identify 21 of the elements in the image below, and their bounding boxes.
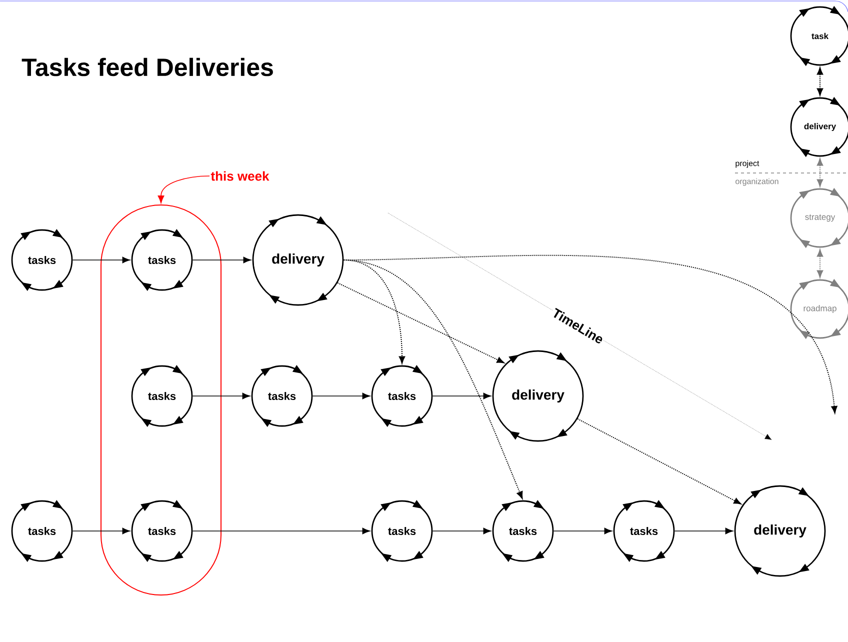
arrow [192,528,370,534]
arrow [192,256,252,264]
arrow [337,282,504,364]
arrow [343,254,838,414]
arrow [192,392,250,400]
arrow [816,249,824,278]
arrow [158,176,210,204]
arrow [674,528,734,534]
arrow [816,158,824,187]
arrow [72,528,130,534]
title: Tasks feed Deliveries [22,58,273,76]
callout-text: this week [210,171,270,181]
region-label: project [736,160,760,168]
region-label: organization [736,178,778,186]
arrow [816,67,824,96]
arrow [553,528,612,534]
arrow [577,418,742,504]
arrow [312,392,370,400]
arrow [432,528,492,534]
arrow [432,392,492,400]
arrow [72,256,130,264]
